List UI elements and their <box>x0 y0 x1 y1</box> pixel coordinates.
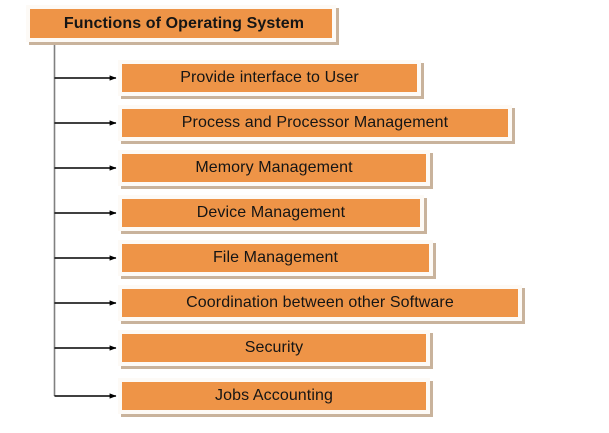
child-node-6[interactable]: Coordination between other Software <box>118 285 522 321</box>
child-node-1[interactable]: Provide interface to User <box>118 60 421 96</box>
child-node-8-label: Jobs Accounting <box>214 387 334 404</box>
child-node-6-label: Coordination between other Software <box>186 294 454 311</box>
child-node-7[interactable]: Security <box>118 330 430 366</box>
child-node-3[interactable]: Memory Management <box>118 150 430 186</box>
child-node-7-label: Security <box>244 339 304 356</box>
root-node[interactable]: Functions of Operating System <box>26 5 336 42</box>
child-node-8[interactable]: Jobs Accounting <box>118 378 430 414</box>
root-node-label: Functions of Operating System <box>63 14 305 32</box>
child-node-5-label: File Management <box>212 249 339 266</box>
child-node-4-label: Device Management <box>196 204 346 221</box>
child-node-3-label: Memory Management <box>195 159 353 176</box>
child-node-2[interactable]: Process and Processor Management <box>118 105 512 141</box>
child-node-1-label: Provide interface to User <box>180 69 359 86</box>
child-node-4[interactable]: Device Management <box>118 195 424 231</box>
child-node-2-label: Process and Processor Management <box>181 114 449 131</box>
child-node-5[interactable]: File Management <box>118 240 433 276</box>
